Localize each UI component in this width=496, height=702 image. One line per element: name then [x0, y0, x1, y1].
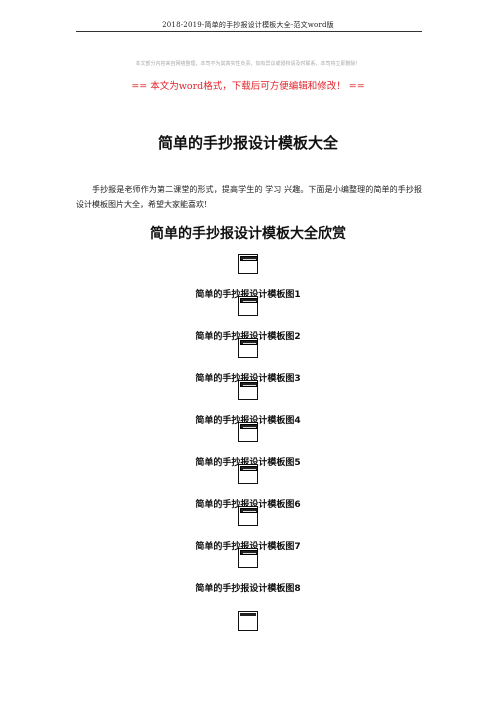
figure-caption: 简单的手抄报设计模板图4: [195, 416, 301, 426]
image-placeholder-icon[interactable]: [238, 338, 258, 358]
figure-caption: 简单的手抄报设计模板图5: [195, 458, 301, 468]
image-placeholder-icon[interactable]: [238, 506, 258, 526]
figure-entry-5: 简单的手抄报设计模板图5: [0, 422, 496, 468]
figure-entry-4: 简单的手抄报设计模板图4: [0, 380, 496, 426]
figure-entry-2: 简单的手抄报设计模板图2: [0, 296, 496, 342]
figure-caption: 简单的手抄报设计模板图7: [195, 542, 301, 552]
broken-image-icon: [240, 508, 258, 513]
figure-caption: 简单的手抄报设计模板图6: [195, 500, 301, 510]
broken-image-icon: [240, 550, 258, 555]
broken-image-icon: [240, 382, 258, 387]
figure-caption: 简单的手抄报设计模板图8: [195, 584, 301, 594]
figure-entry-7: 简单的手抄报设计模板图7: [0, 506, 496, 552]
broken-image-icon: [240, 613, 256, 616]
image-placeholder-icon[interactable]: [238, 464, 258, 484]
section-heading: 简单的手抄报设计模板大全欣赏: [150, 226, 346, 242]
figure-entry-1: 简单的手抄报设计模板图1: [0, 254, 496, 300]
broken-image-icon: [240, 340, 258, 345]
image-placeholder-icon[interactable]: [238, 611, 258, 631]
figure-caption: 简单的手抄报设计模板图2: [195, 332, 301, 342]
figure-entry-3: 简单的手抄报设计模板图3: [0, 338, 496, 384]
image-placeholder-icon[interactable]: [238, 422, 258, 442]
figure-entry-8: 简单的手抄报设计模板图8: [0, 548, 496, 594]
broken-image-icon: [240, 298, 258, 303]
figure-caption: 简单的手抄报设计模板图1: [195, 290, 301, 300]
figure-caption: 简单的手抄报设计模板图3: [195, 374, 301, 384]
template-gallery: 简单的手抄报设计模板图1 简单的手抄报设计模板图2 简单的手抄报设计模板图3 简…: [0, 254, 496, 594]
document-header-title: 2018-2019-简单的手抄报设计模板大全-范文word版: [162, 21, 334, 29]
image-placeholder-icon[interactable]: [238, 296, 258, 316]
edit-notice: == 本文为word格式，下载后可方便编辑和修改！ ==: [131, 81, 365, 92]
header-divider: [76, 31, 422, 32]
broken-image-icon: [240, 424, 258, 429]
disclaimer-text: 本文部分内容来自网络整理，本司不为其真实性负责，如有异议或侵权请及时联系，本司将…: [135, 61, 361, 67]
image-placeholder-icon[interactable]: [238, 254, 258, 274]
page-title: 简单的手抄报设计模板大全: [157, 134, 338, 152]
broken-image-icon: [240, 256, 258, 261]
broken-image-icon: [240, 466, 258, 471]
image-placeholder-icon[interactable]: [238, 380, 258, 400]
image-placeholder-icon[interactable]: [238, 548, 258, 568]
figure-entry-6: 简单的手抄报设计模板图6: [0, 464, 496, 510]
intro-paragraph: 手抄报是老师作为第二课堂的形式，提高学生的 学习 兴趣。下面是小编整理的简单的手…: [76, 185, 422, 209]
